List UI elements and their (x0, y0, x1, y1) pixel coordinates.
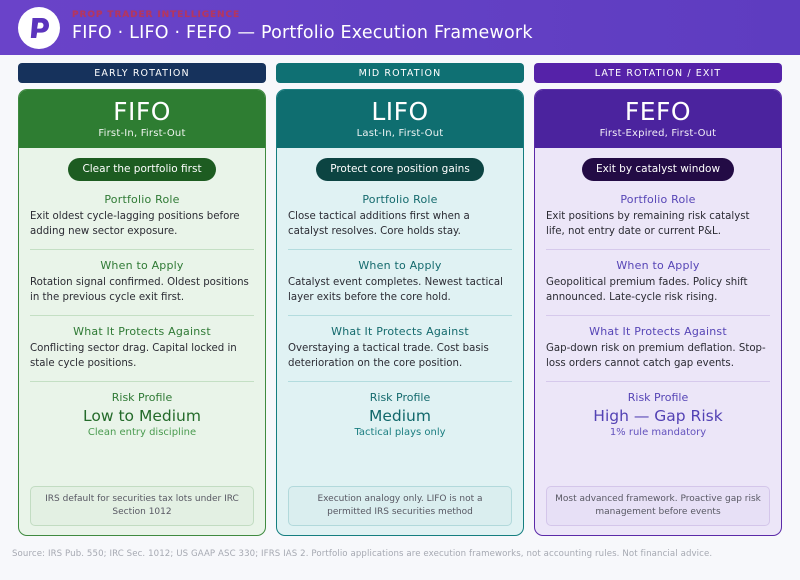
risk-profile-note: Clean entry discipline (87, 427, 197, 439)
card-header-fefo: FEFO First-Expired, First-Out (535, 90, 781, 149)
section-heading-when-to-apply: When to Apply (616, 258, 700, 272)
card-body-fefo: Exit by catalyst window Portfolio Role E… (535, 148, 781, 535)
section-body-portfolio-role: Exit oldest cycle-lagging positions befo… (30, 210, 240, 237)
pill-lifo[interactable]: Protect core position gains (316, 158, 484, 181)
card-title-fifo: FIFO (113, 97, 171, 126)
stage-tab-mid-rotation: MID ROTATION (276, 63, 524, 83)
pill-fefo[interactable]: Exit by catalyst window (581, 158, 735, 181)
footnote-box-fefo: Most advanced framework. Proactive gap r… (546, 486, 770, 526)
section-divider (546, 380, 770, 382)
risk-profile-value: High — Gap Risk (593, 406, 723, 425)
section-divider (546, 314, 770, 316)
section-heading-portfolio-role: Portfolio Role (104, 192, 180, 206)
risk-profile-label: Risk Profile (369, 390, 431, 404)
stage-tab-late-rotation-exit: LATE ROTATION / EXIT (534, 63, 782, 83)
section-divider (288, 380, 512, 382)
card-fifo: FIFO First-In, First-Out Clear the portf… (18, 89, 266, 536)
card-fefo: FEFO First-Expired, First-Out Exit by ca… (534, 89, 782, 536)
header-text-block: PROP TRADER INTELLIGENCE FIFO · LIFO · F… (72, 10, 533, 44)
stage-tab-early-rotation: EARLY ROTATION (18, 63, 266, 83)
column-fifo: EARLY ROTATION FIFO First-In, First-Out … (18, 63, 266, 536)
section-divider (30, 314, 254, 316)
section-body-when-to-apply: Rotation signal confirmed. Oldest positi… (30, 276, 249, 303)
footnote-box-fifo: IRS default for securities tax lots unde… (30, 486, 254, 526)
section-body-when-to-apply: Geopolitical premium fades. Policy shift… (546, 276, 748, 303)
section-body-portfolio-role: Exit positions by remaining risk catalys… (546, 210, 750, 237)
section-divider (546, 248, 770, 250)
section-heading-when-to-apply: When to Apply (100, 258, 184, 272)
section-heading-protects-against: What It Protects Against (589, 324, 727, 338)
risk-profile-value: Medium (369, 406, 431, 425)
card-title-lifo: LIFO (371, 97, 429, 126)
source-footer: Source: IRS Pub. 550; IRC Sec. 1012; US … (12, 549, 713, 559)
section-heading-protects-against: What It Protects Against (73, 324, 211, 338)
section-heading-portfolio-role: Portfolio Role (620, 192, 696, 206)
pill-fifo[interactable]: Clear the portfolio first (68, 158, 216, 181)
card-header-lifo: LIFO Last-In, First-Out (277, 90, 523, 149)
card-subtitle-lifo: Last-In, First-Out (356, 128, 444, 140)
risk-profile-lifo: Risk Profile Medium Tactical plays only (288, 391, 512, 439)
risk-profile-note: Tactical plays only (354, 427, 446, 439)
footnote-box-lifo: Execution analogy only. LIFO is not a pe… (288, 486, 512, 526)
risk-profile-fifo: Risk Profile Low to Medium Clean entry d… (30, 391, 254, 439)
risk-profile-note: 1% rule mandatory (609, 427, 707, 439)
section-divider (30, 380, 254, 382)
brand-eyebrow: PROP TRADER INTELLIGENCE (72, 10, 241, 21)
card-title-fefo: FEFO (624, 97, 692, 126)
card-subtitle-fifo: First-In, First-Out (98, 128, 186, 140)
section-divider (288, 314, 512, 316)
section-heading-portfolio-role: Portfolio Role (362, 192, 438, 206)
risk-profile-fefo: Risk Profile High — Gap Risk 1% rule man… (546, 391, 770, 439)
risk-profile-label: Risk Profile (111, 390, 173, 404)
card-header-fifo: FIFO First-In, First-Out (19, 90, 265, 149)
card-subtitle-fefo: First-Expired, First-Out (599, 128, 717, 140)
section-body-portfolio-role: Close tactical additions first when a ca… (288, 210, 470, 237)
card-body-fifo: Clear the portfolio first Portfolio Role… (19, 148, 265, 535)
section-divider (288, 248, 512, 250)
section-heading-protects-against: What It Protects Against (331, 324, 469, 338)
section-body-protects-against: Conflicting sector drag. Capital locked … (30, 342, 237, 369)
page-title: FIFO · LIFO · FEFO — Portfolio Execution… (72, 23, 533, 44)
card-lifo: LIFO Last-In, First-Out Protect core pos… (276, 89, 524, 536)
risk-profile-label: Risk Profile (627, 390, 689, 404)
framework-columns: EARLY ROTATION FIFO First-In, First-Out … (0, 55, 800, 536)
section-heading-when-to-apply: When to Apply (358, 258, 442, 272)
section-divider (30, 248, 254, 250)
risk-profile-value: Low to Medium (83, 406, 201, 425)
card-body-lifo: Protect core position gains Portfolio Ro… (277, 148, 523, 535)
section-body-protects-against: Overstaying a tactical trade. Cost basis… (288, 342, 489, 369)
prop-trader-p-logo-icon (18, 6, 60, 49)
section-body-when-to-apply: Catalyst event completes. Newest tactica… (288, 276, 503, 303)
section-body-protects-against: Gap-down risk on premium deflation. Stop… (546, 342, 766, 369)
page-header: PROP TRADER INTELLIGENCE FIFO · LIFO · F… (0, 0, 800, 55)
column-lifo: MID ROTATION LIFO Last-In, First-Out Pro… (276, 63, 524, 536)
column-fefo: LATE ROTATION / EXIT FEFO First-Expired,… (534, 63, 782, 536)
